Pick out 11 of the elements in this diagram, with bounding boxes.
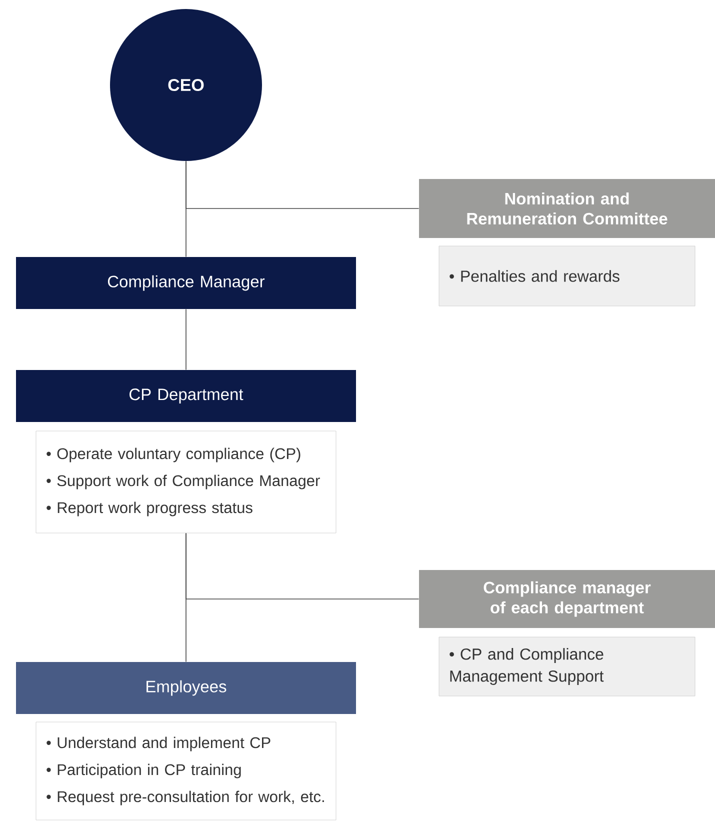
- connector-line: [186, 160, 420, 209]
- bullet-list-box: • Operate voluntary compliance (CP) • Support work of Compliance Manager • Report work progress status: [36, 430, 336, 534]
- title-box: CP Department: [16, 370, 356, 422]
- bullet-list-box: • Penalties and rewards: [438, 246, 696, 306]
- title-box: Compliance Manager: [16, 257, 356, 309]
- title-box: Employees: [16, 662, 356, 714]
- bullet-list-box: • Understand and implement CP • Participation in CP training • Request pre-consultation for work, etc.: [36, 722, 336, 820]
- connector-line: [186, 532, 420, 600]
- committee-header-box: Compliance manager of each department: [419, 570, 715, 628]
- bullet-list-box: • CP and Compliance Management Support: [438, 636, 696, 696]
- committee-header-box: Nomination and Remuneration Committee: [419, 179, 715, 238]
